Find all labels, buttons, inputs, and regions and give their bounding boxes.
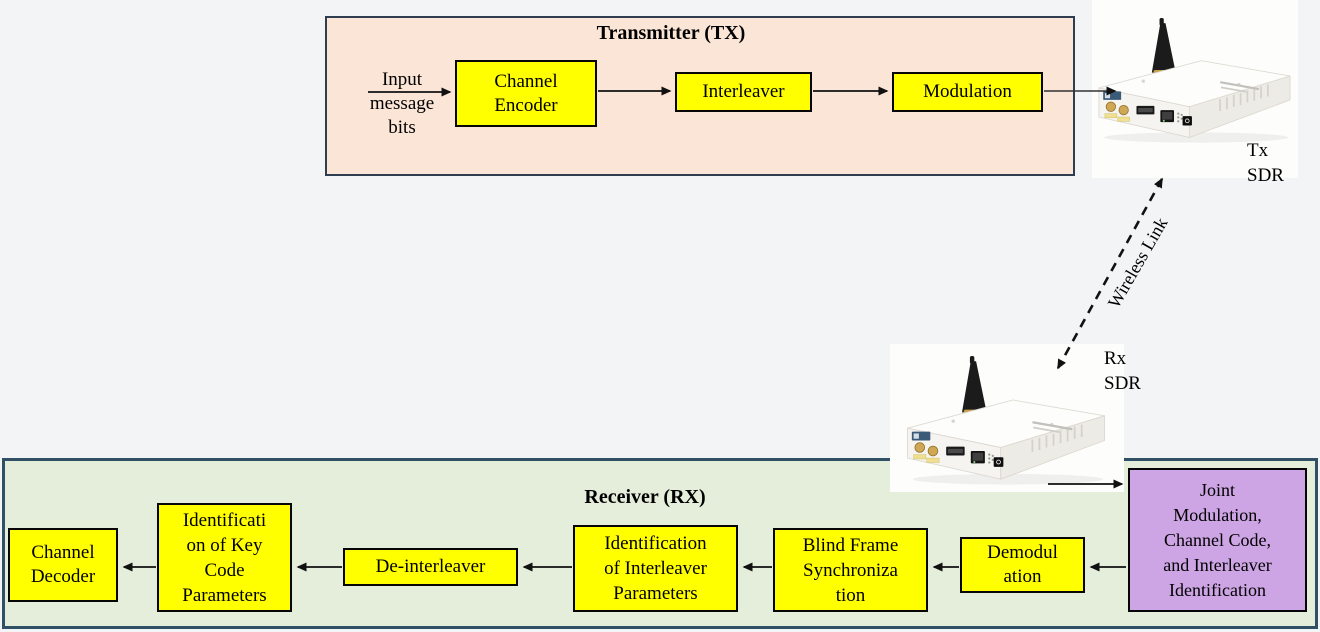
joint-identification-block: Joint Modulation, Channel Code, and Inte…	[1128, 468, 1307, 612]
deinterleaver-block: De-interleaver	[343, 548, 518, 586]
interleaver-parameters-block: Identification of Interleaver Parameters	[573, 525, 738, 612]
demodulation-block: Demodul ation	[960, 537, 1085, 593]
channel-decoder-block: Channel Decoder	[8, 528, 118, 602]
channel-encoder-block: Channel Encoder	[455, 60, 597, 127]
wireless-link-label: Wireless Link	[1103, 214, 1172, 312]
modulation-block: Modulation	[892, 72, 1043, 112]
tx-sdr-image	[1098, 18, 1291, 144]
rx-sdr-image	[906, 356, 1106, 486]
input-message-label: Input message bits	[369, 69, 435, 138]
transmitter-title: Transmitter (TX)	[596, 22, 746, 44]
rx-sdr-label: Rx SDR	[1104, 348, 1141, 394]
tx-sdr-photo	[1092, 0, 1298, 178]
key-code-identification-block: Identificati on of Key Code Parameters	[157, 503, 292, 612]
tx-sdr-label: Tx SDR	[1247, 140, 1284, 186]
blind-frame-sync-block: Blind Frame Synchroniza tion	[773, 528, 928, 612]
rx-sdr-photo	[890, 344, 1124, 492]
wireless-link-arrow	[1056, 177, 1164, 370]
interleaver-block: Interleaver	[675, 72, 812, 112]
receiver-title: Receiver (RX)	[584, 486, 706, 508]
